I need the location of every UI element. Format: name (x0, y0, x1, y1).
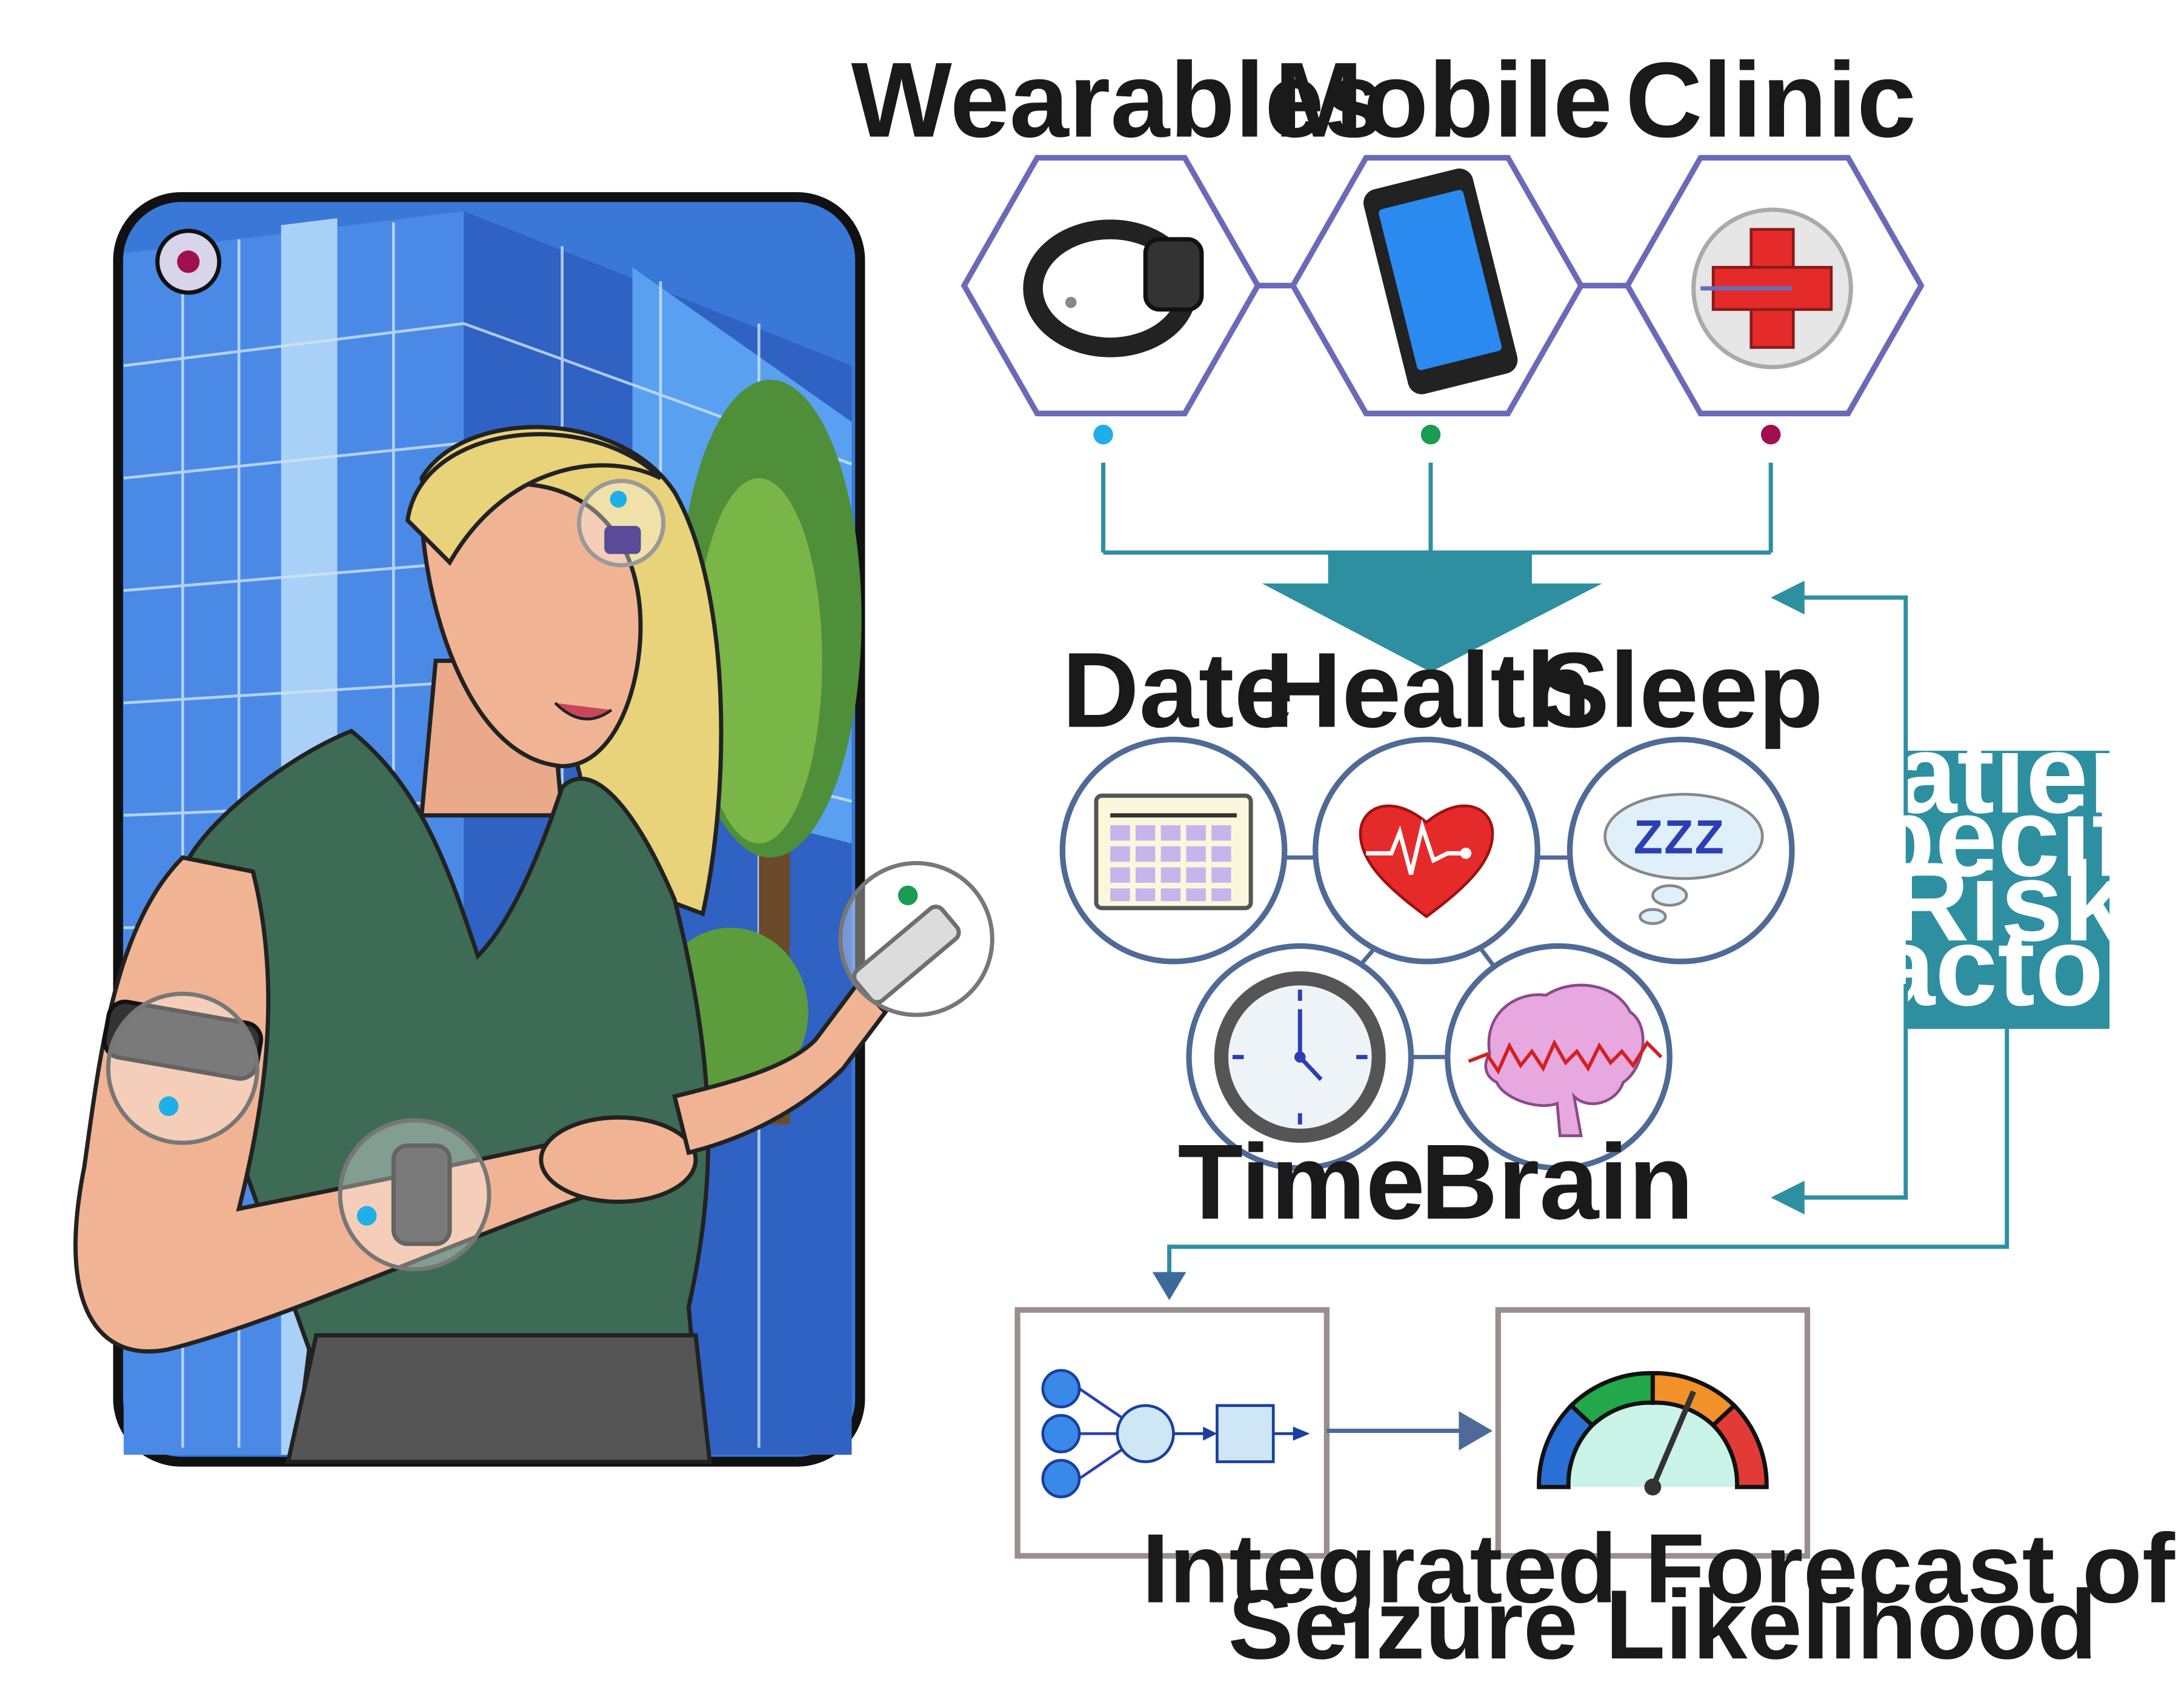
sleep-circle: Sleep ZZZ (1539, 631, 1823, 965)
wristband-marker-icon (338, 1118, 491, 1272)
mobile-hexagon: Mobile (1274, 41, 1613, 445)
forecast-caption-line-1: Integrated Forecast of (1142, 1514, 2176, 1623)
side-line-2: Specific (1791, 774, 2184, 900)
arrow-head-mid (1771, 1180, 1805, 1215)
illustration (73, 192, 994, 1467)
risk-gauge-icon (1537, 1371, 1769, 1496)
wearables-dot (1093, 424, 1113, 445)
brain-circle: Brain (1420, 943, 1694, 1241)
sleep-label: Sleep (1539, 631, 1823, 750)
clinic-dot (1760, 424, 1781, 445)
forecast-box (1495, 1307, 1811, 1559)
side-line-1: Patient (1820, 711, 2184, 837)
wearables-label: Wearables (851, 41, 1383, 160)
earpiece-marker-icon (577, 479, 666, 568)
brain-icon (1468, 983, 1663, 1137)
mobile-dot (1420, 424, 1441, 445)
medical-cross-icon (1691, 207, 1853, 370)
mobile-label: Mobile (1274, 41, 1613, 160)
clinic-marker-icon (155, 228, 222, 295)
date-label: Date (1062, 631, 1293, 750)
model-to-forecast-arrow (1327, 1411, 1493, 1450)
arrow-head-down (1152, 1272, 1187, 1300)
armband-marker-icon (106, 991, 259, 1145)
model-box (1014, 1307, 1330, 1559)
sleep-zzz: ZZZ (1634, 810, 1725, 863)
brain-label: Brain (1420, 1122, 1694, 1241)
phone-marker-icon (838, 861, 994, 1017)
heart-icon (1359, 804, 1494, 919)
merge-connector (1101, 462, 1773, 555)
side-line-3: Risk (1888, 839, 2126, 965)
health-circle: Health (1265, 631, 1591, 965)
data-sources: Wearables Mobile Clinic (851, 41, 1925, 673)
forecast-caption-line-2: Seizure Likelihood (1228, 1570, 2097, 1680)
clinic-hexagon: Clinic (1624, 41, 1925, 445)
sleep-bubble-icon: ZZZ (1603, 793, 1764, 925)
time-circle: Time (1177, 943, 1425, 1241)
woman-figure (73, 425, 961, 1464)
neural-network-icon (1041, 1369, 1310, 1498)
feedback-arrows (1167, 595, 2009, 1280)
health-label: Health (1265, 631, 1591, 750)
clinic-label: Clinic (1625, 41, 1916, 160)
patient-specific-box: Patient Specific Risk Factors (1791, 711, 2184, 1029)
risk-factors: Date Health (1059, 631, 1823, 1241)
side-line-4: Factors (1804, 904, 2184, 1029)
down-arrow (1262, 553, 1602, 673)
clock-icon (1214, 971, 1386, 1143)
arrow-head-top (1771, 580, 1805, 615)
wearables-hexagon: Wearables (851, 41, 1383, 445)
calendar-icon (1094, 793, 1253, 911)
smartphone-icon (1363, 168, 1518, 394)
date-circle: Date (1059, 631, 1293, 965)
smartwatch-icon (1023, 219, 1204, 357)
